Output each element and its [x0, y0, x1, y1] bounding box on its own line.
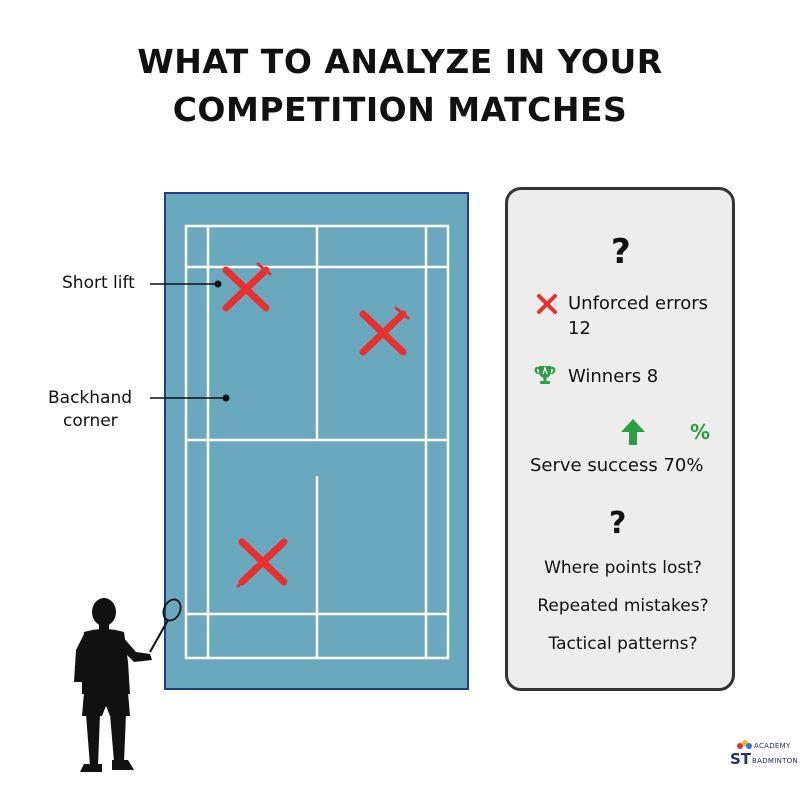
player-silhouette-icon [74, 598, 182, 772]
analysis-panel: ? Unforced errors 12 Winners 8 % Serve s… [505, 187, 735, 691]
badminton-court [164, 192, 469, 690]
logo-badminton-text: BADMINTON [752, 757, 799, 765]
x-mark-icon [537, 294, 557, 314]
question-points-lost: Where points lost? [544, 558, 702, 578]
error-mark-icon-2 [359, 306, 410, 356]
backhand-label-line-2: corner [63, 411, 118, 431]
backhand-label-line-1: Backhand [48, 388, 133, 408]
winners-label: Winners 8 [568, 366, 659, 387]
question-tactical-patterns: Tactical patterns? [548, 634, 698, 654]
question-mark-middle: ? [609, 506, 627, 541]
trophy-icon [534, 365, 556, 384]
percent-symbol: % [690, 420, 711, 444]
error-marks [222, 262, 410, 588]
unforced-errors-value: 12 [568, 318, 591, 339]
page-title-line-2: COMPETITION MATCHES [172, 90, 628, 129]
page-title: WHAT TO ANALYZE IN YOUR COMPETITION MATC… [0, 38, 800, 134]
page-title-line-1: WHAT TO ANALYZE IN YOUR [137, 42, 663, 81]
question-mark-top: ? [611, 232, 631, 272]
error-mark-icon-1 [222, 262, 272, 312]
logo-initials: ST [730, 750, 752, 768]
unforced-errors-label: Unforced errors [568, 293, 709, 314]
logo-academy-text: ACADEMY [754, 742, 791, 750]
logo-mark-icon [737, 740, 752, 749]
serve-success-label: Serve success 70% [530, 455, 704, 476]
arrow-up-icon [621, 419, 645, 445]
question-repeated-mistakes: Repeated mistakes? [537, 596, 709, 616]
court-lines [184, 224, 450, 660]
error-mark-icon-3 [236, 538, 288, 588]
short-lift-label: Short lift [62, 273, 135, 293]
academy-logo: ACADEMY ST BADMINTON [726, 738, 798, 776]
